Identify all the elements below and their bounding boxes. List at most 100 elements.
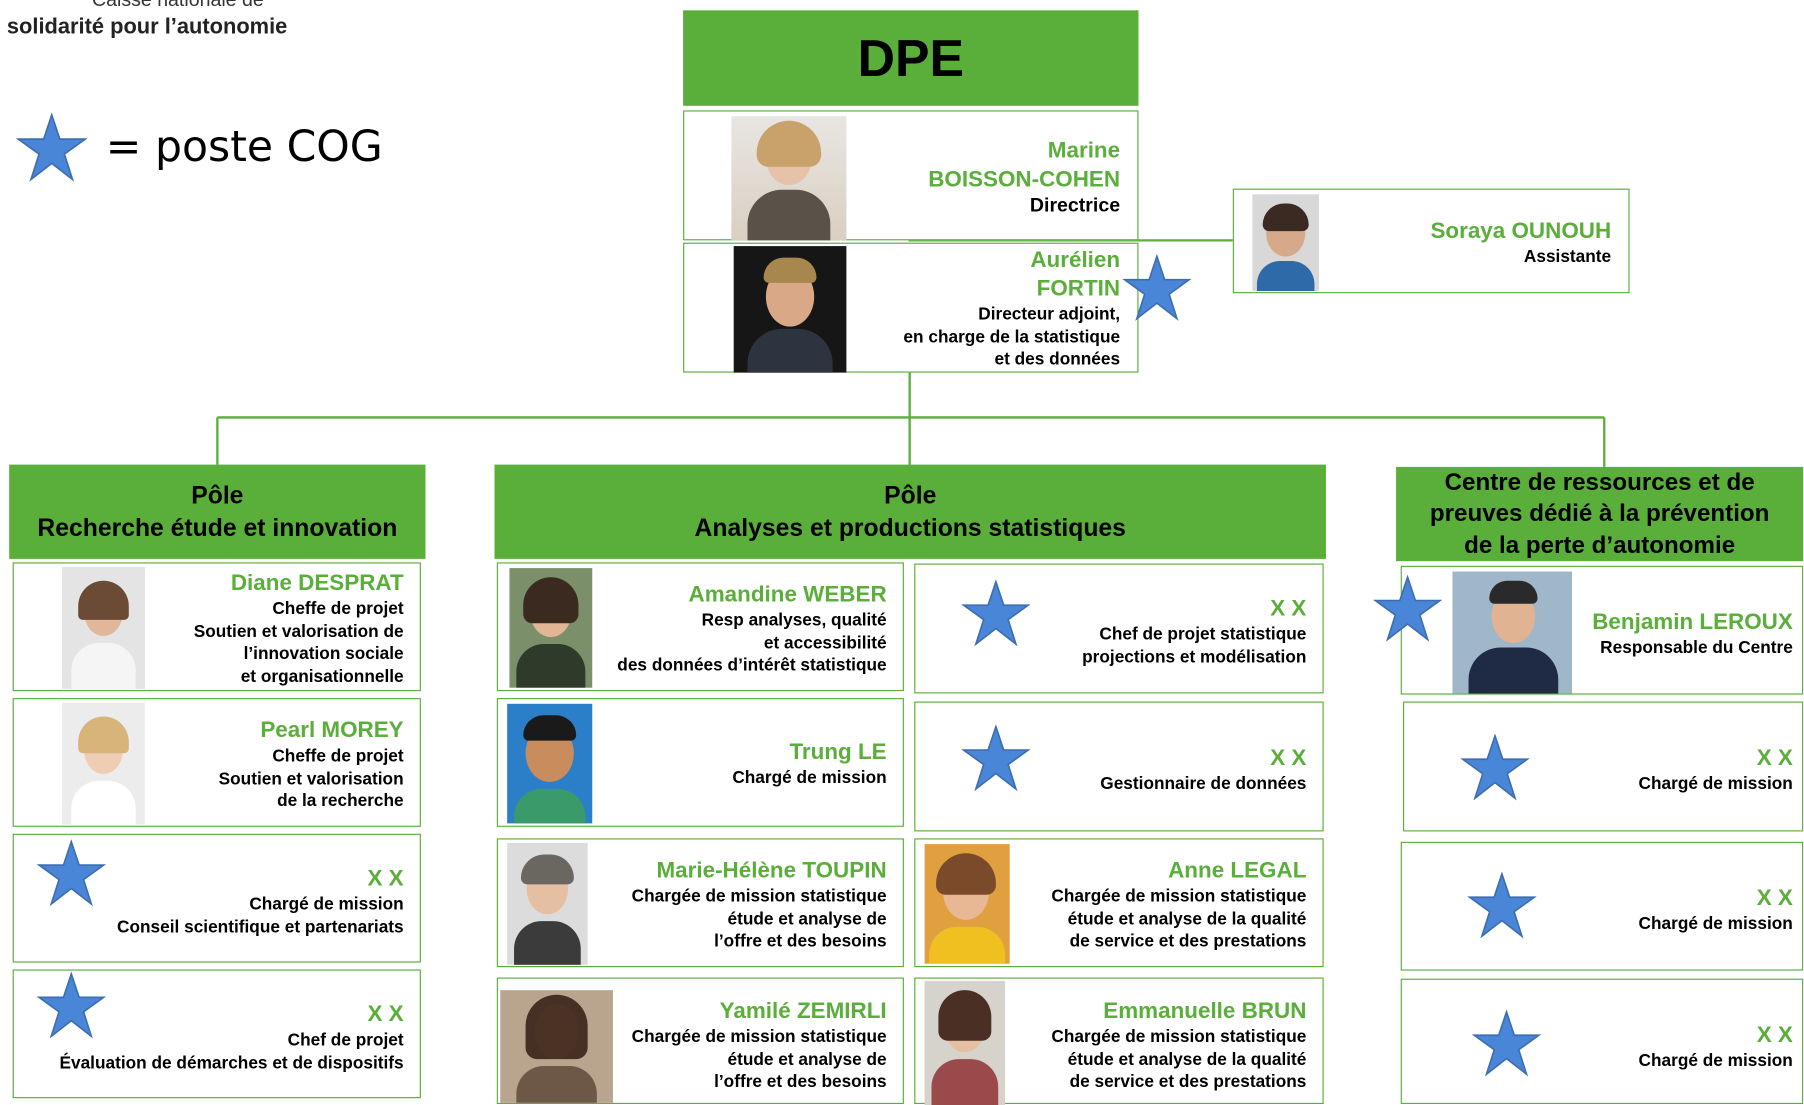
mid-member-card-1: Amandine WEBER Resp analyses, qualité et… (496, 562, 904, 692)
member-text: Yamilé ZEMIRLI Chargée de mission statis… (542, 997, 887, 1093)
left-member-card-4: X X Chef de projet Évaluation de démarch… (12, 969, 421, 1099)
member-text: Emmanuelle BRUN Chargée de mission stati… (961, 997, 1306, 1093)
pole-left-title: Pôle Recherche étude et innovation (37, 481, 398, 542)
member-role: Chargé de mission (1638, 914, 1793, 934)
member-text: Trung LE Chargé de mission (542, 738, 887, 789)
member-role: Chargé de mission (1638, 1051, 1793, 1071)
director-name: Marine BOISSON-COHEN (928, 138, 1121, 193)
member-role: Gestionnaire de données (1100, 773, 1307, 794)
member-name: X X (1270, 595, 1307, 621)
director-role: Directrice (1029, 194, 1121, 217)
member-role: Chargé de mission Conseil scientifique e… (117, 894, 404, 937)
deputy-photo (733, 246, 847, 373)
pole-middle-title: Pôle Analyses et productions statistique… (694, 481, 1126, 542)
member-text: Amandine WEBER Resp analyses, qualité et… (542, 581, 887, 677)
member-text: Diane DESPRAT Cheffe de projet Soutien e… (59, 569, 404, 687)
left-member-card-1: Diane DESPRAT Cheffe de projet Soutien e… (12, 562, 421, 692)
pole-right-title: Centre de ressources et de preuves dédié… (1429, 468, 1770, 559)
member-name: X X (367, 1001, 404, 1027)
member-photo (500, 990, 613, 1103)
mid-member-card-5: Marie-Hélène TOUPIN Chargée de mission s… (496, 838, 904, 968)
star-icon (1472, 1009, 1541, 1077)
mid-member-card-3: Trung LE Chargé de mission (496, 698, 904, 827)
member-name: Trung LE (789, 739, 887, 765)
director-text: Marine BOISSON-COHEN Directrice (844, 137, 1120, 217)
deputy-name: Aurélien FORTIN (1030, 247, 1121, 302)
assistant-text: Soraya OUNOUH Assistante (1335, 217, 1611, 268)
member-text: Marie-Hélène TOUPIN Chargée de mission s… (542, 857, 887, 953)
deputy-star-icon (1122, 254, 1192, 321)
member-text: Anne LEGAL Chargée de mission statistiqu… (961, 857, 1306, 953)
assistant-name: Soraya OUNOUH (1430, 218, 1612, 244)
member-text: X X Chargé de mission (1540, 884, 1793, 935)
member-role: Chargé de mission (732, 768, 887, 788)
assistant-role: Assistante (1523, 247, 1612, 267)
director-photo (731, 116, 847, 241)
member-role: Chargée de mission statistique étude et … (1051, 1026, 1307, 1092)
member-role: Chargée de mission statistique étude et … (631, 886, 887, 952)
member-role: Chargée de mission statistique étude et … (631, 1026, 887, 1092)
member-text: X X Gestionnaire de données (961, 744, 1306, 795)
member-name: Diane DESPRAT (230, 570, 404, 596)
star-icon (36, 839, 106, 907)
logo-text-line2: solidarité pour l’autonomie (6, 14, 288, 40)
member-name: X X (1270, 745, 1307, 771)
member-text: Benjamin LEROUX Responsable du Centre (1540, 608, 1793, 659)
member-name: Emmanuelle BRUN (1103, 998, 1307, 1024)
member-text: Pearl MOREY Cheffe de projet Soutien et … (59, 716, 404, 812)
member-name: X X (1756, 1022, 1793, 1048)
right-member-card-2: X X Chargé de mission (1403, 701, 1804, 832)
star-icon (1467, 871, 1537, 939)
member-role: Responsable du Centre (1600, 638, 1793, 658)
dpe-header: DPE (683, 10, 1139, 106)
right-member-card-1: Benjamin LEROUX Responsable du Centre (1400, 565, 1804, 695)
member-role: Chef de projet statistique projections e… (1082, 624, 1307, 667)
mid-member-card-7: Yamilé ZEMIRLI Chargée de mission statis… (496, 977, 904, 1104)
member-name: Amandine WEBER (688, 581, 887, 608)
assistant-card: Soraya OUNOUH Assistante (1232, 188, 1630, 294)
member-role: Chef de projet Évaluation de démarches e… (59, 1030, 404, 1073)
member-text: X X Chef de projet statistique projectio… (961, 595, 1306, 669)
star-icon (1373, 575, 1443, 642)
member-role: Cheffe de projet Soutien et valorisation… (218, 746, 404, 811)
pole-left-header: Pôle Recherche étude et innovation (9, 464, 426, 559)
member-text: X X Chargé de mission Conseil scientifiq… (24, 865, 404, 939)
member-name: Benjamin LEROUX (1592, 609, 1793, 635)
deputy-role: Directeur adjoint, en charge de la stati… (903, 304, 1121, 370)
star-icon (961, 579, 1031, 647)
pole-middle-header: Pôle Analyses et productions statistique… (494, 464, 1326, 559)
pole-right-header: Centre de ressources et de preuves dédié… (1396, 466, 1804, 562)
deputy-card: Aurélien FORTIN Directeur adjoint, en ch… (683, 242, 1139, 373)
member-photo (62, 702, 145, 825)
dpe-title: DPE (857, 28, 965, 87)
member-role: Cheffe de projet Soutien et valorisation… (193, 599, 404, 686)
member-photo (62, 566, 145, 689)
legend-star-icon (16, 112, 88, 182)
member-text: X X Chef de projet Évaluation de démarch… (13, 1001, 404, 1075)
left-member-card-2: Pearl MOREY Cheffe de projet Soutien et … (12, 698, 421, 827)
member-photo (1452, 571, 1573, 694)
right-member-card-3: X X Chargé de mission (1400, 841, 1804, 971)
mid-member-card-4: X X Gestionnaire de données (914, 701, 1324, 832)
legend-label: = poste COG (105, 121, 383, 172)
mid-member-card-8: Emmanuelle BRUN Chargée de mission stati… (914, 977, 1324, 1105)
member-text: X X Chargé de mission (1540, 1021, 1793, 1072)
left-member-card-3: X X Chargé de mission Conseil scientifiq… (12, 833, 421, 963)
member-role: Chargé de mission (1638, 773, 1793, 794)
director-card: Marine BOISSON-COHEN Directrice (683, 110, 1139, 241)
member-name: Pearl MOREY (260, 717, 404, 743)
assistant-photo (1252, 194, 1320, 291)
member-name: X X (1756, 745, 1793, 771)
member-photo (507, 703, 593, 824)
member-photo (507, 842, 588, 965)
member-role: Resp analyses, qualité et accessibilité … (617, 610, 887, 676)
member-name: X X (1756, 885, 1793, 911)
member-photo (924, 980, 1006, 1105)
member-photo (924, 844, 1010, 964)
star-icon (961, 724, 1031, 792)
star-icon (36, 971, 106, 1039)
member-photo (509, 568, 593, 688)
member-text: X X Chargé de mission (1540, 744, 1793, 795)
